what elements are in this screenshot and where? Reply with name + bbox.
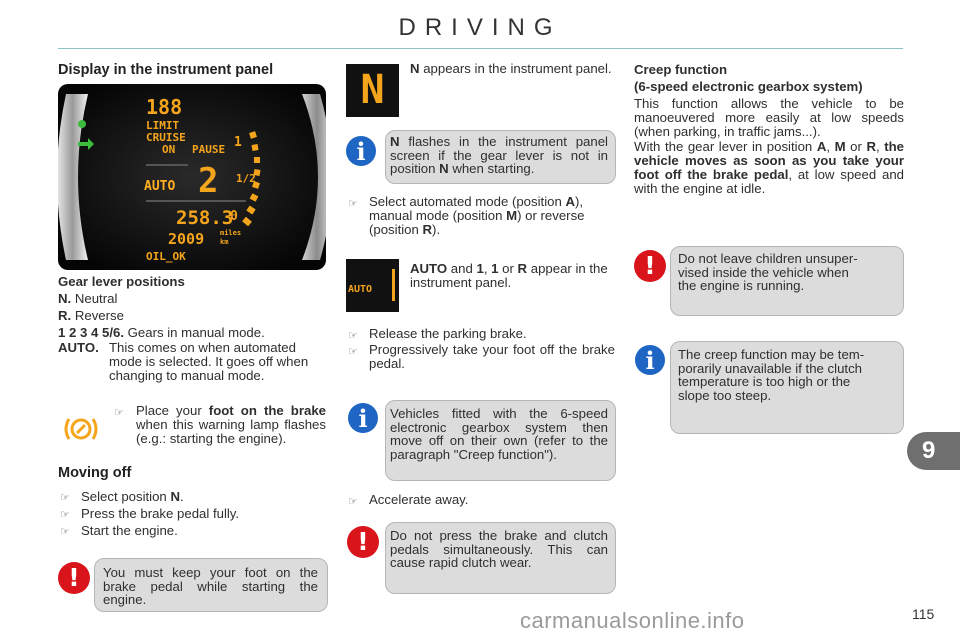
instrument-panel-photo: 188 LIMIT CRUISE ON PAUSE AUTO 2 258.3 2… bbox=[57, 84, 332, 270]
page-title: DRIVING bbox=[398, 14, 562, 41]
warning-text-foot-brake: You must keep your foot on the brake ped… bbox=[103, 565, 318, 607]
n-display-icon: N bbox=[346, 64, 399, 117]
panel-km: km bbox=[220, 238, 228, 246]
panel-odometer: 258.3 bbox=[176, 207, 233, 229]
warning-text-pedals: Do not press the brake and clutch pedals… bbox=[390, 528, 608, 570]
info-box-n-flashes bbox=[385, 130, 616, 184]
info-icon: i bbox=[346, 136, 376, 166]
info-text-6-speed: Vehicles fitted with the 6-speed electro… bbox=[390, 406, 608, 462]
bullet-icon: ☞ bbox=[348, 496, 358, 508]
step-release-brake: Release the parking brake. bbox=[369, 326, 527, 341]
creep-paragraph-1: This function allows the vehicle to be m… bbox=[634, 96, 904, 139]
creep-subheading: (6-speed electronic gearbox system) bbox=[634, 79, 863, 94]
info-text-n-flashes: N flashes in the instrument panel screen… bbox=[390, 134, 608, 176]
panel-oil: OIL_OK bbox=[146, 250, 186, 263]
warning-box-foot-brake bbox=[94, 558, 328, 612]
gear-item-auto-key: AUTO. bbox=[58, 340, 99, 355]
bullet-icon: ☞ bbox=[60, 492, 70, 504]
brake-warning-lamp-icon bbox=[62, 413, 100, 445]
warning-icon: ! bbox=[58, 562, 90, 594]
panel-cruise: CRUISE bbox=[146, 131, 186, 144]
bullet-icon: ☞ bbox=[60, 509, 70, 521]
chapter-tab: 9 bbox=[907, 432, 960, 470]
gear-positions-heading: Gear lever positions bbox=[58, 274, 185, 289]
info-icon: i bbox=[635, 345, 665, 375]
moving-off-step-1: Select position N. bbox=[81, 489, 184, 504]
auto-appears-text: AUTO and 1, 1 or R appear in the instrum… bbox=[410, 261, 608, 290]
panel-miles: miles bbox=[220, 229, 241, 237]
creep-heading: Creep function bbox=[634, 62, 728, 77]
panel-g12: 1/2 bbox=[236, 172, 256, 185]
bullet-icon: ☞ bbox=[348, 330, 358, 342]
watermark: carmanualsonline.info bbox=[520, 608, 745, 633]
gear-item-auto-text: This comes on when automated mode is sel… bbox=[109, 340, 309, 383]
warning-box-children bbox=[670, 246, 904, 316]
warning-box-pedals bbox=[385, 522, 616, 594]
info-box-6-speed bbox=[385, 400, 616, 481]
moving-off-step-2: Press the brake pedal fully. bbox=[81, 506, 240, 521]
brake-note: Place your foot on the brake when this w… bbox=[136, 403, 326, 446]
info-text-creep-unavailable: The creep function may be tem-porarily u… bbox=[678, 347, 865, 403]
bullet-icon: ☞ bbox=[114, 407, 124, 419]
bullet-icon: ☞ bbox=[60, 526, 70, 538]
select-mode-text: Select automated mode (position A), manu… bbox=[369, 194, 585, 237]
panel-gear: 2 bbox=[198, 161, 218, 201]
gear-item-manual: 1 2 3 4 5/6. Gears in manual mode. bbox=[58, 325, 265, 340]
n-appears-text: N appears in the instrument panel. bbox=[410, 61, 612, 76]
page-number: 115 bbox=[912, 606, 935, 622]
step-accelerate: Accelerate away. bbox=[369, 492, 469, 507]
info-icon: i bbox=[348, 403, 378, 433]
warning-text-children: Do not leave children unsuper-vised insi… bbox=[678, 251, 858, 293]
panel-pause: PAUSE bbox=[192, 143, 225, 156]
creep-paragraph-2: With the gear lever in position A, M or … bbox=[634, 139, 905, 196]
panel-limit: LIMIT bbox=[146, 119, 179, 132]
panel-g0: 0 bbox=[230, 209, 238, 224]
step-take-foot-off: Progressively take your foot off the bra… bbox=[369, 342, 615, 371]
warning-icon: ! bbox=[347, 526, 379, 558]
gear-item-r: R. Reverse bbox=[58, 308, 124, 323]
panel-speed: 188 bbox=[146, 95, 182, 119]
info-box-creep-unavailable bbox=[670, 341, 904, 434]
section-heading-display: Display in the instrument panel bbox=[58, 62, 274, 78]
panel-auto: AUTO bbox=[144, 179, 175, 194]
bullet-icon: ☞ bbox=[348, 346, 358, 358]
panel-trip: 2009 bbox=[168, 230, 204, 248]
header-rule bbox=[58, 48, 903, 49]
bullet-icon: ☞ bbox=[348, 198, 358, 210]
warning-icon: ! bbox=[634, 250, 666, 282]
moving-off-step-3: Start the engine. bbox=[81, 523, 178, 538]
gear-item-n: N. Neutral bbox=[58, 291, 118, 306]
panel-on: ON bbox=[162, 143, 175, 156]
auto-display-icon: AUTO bbox=[346, 259, 399, 312]
section-heading-moving-off: Moving off bbox=[58, 465, 132, 481]
panel-g1: 1 bbox=[234, 135, 242, 150]
